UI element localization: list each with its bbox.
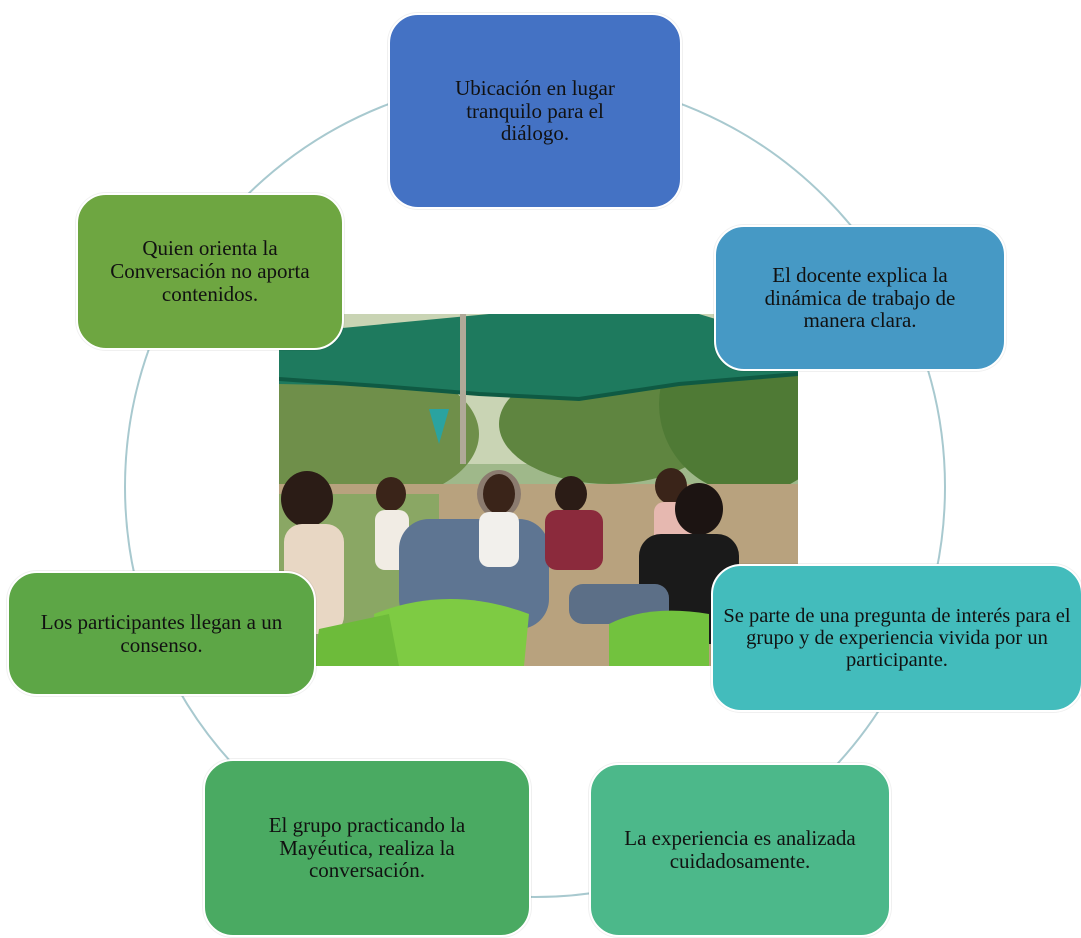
step-explanation-box: El docente explica la dinámica de trabaj… xyxy=(714,225,1006,371)
group-conversation-image xyxy=(279,314,798,666)
step-conversation-box: El grupo practicando la Mayéutica, reali… xyxy=(203,759,531,937)
step-analysis-box: La experiencia es analizada cuidadosamen… xyxy=(589,763,891,937)
step-explanation-text: El docente explica la dinámica de trabaj… xyxy=(764,262,956,333)
step-moderator-box: Quien orienta la Conversación no aporta … xyxy=(76,193,344,350)
step-conversation-text: El grupo practicando la Mayéutica, reali… xyxy=(268,812,466,883)
step-moderator-text: Quien orienta la Conversación no aporta … xyxy=(110,236,310,306)
step-location-text: Ubicación en lugar tranquilo para el diá… xyxy=(455,75,615,146)
step-consensus-box: Los participantes llegan a un consenso. xyxy=(7,571,316,696)
step-question-box: Se parte de una pregunta de interés para… xyxy=(711,564,1081,712)
group-conversation-photo xyxy=(279,314,798,666)
step-consensus-text: Los participantes llegan a un consenso. xyxy=(40,609,283,657)
step-question-text: Se parte de una pregunta de interés para… xyxy=(723,604,1071,672)
step-analysis-text: La experiencia es analizada cuidadosamen… xyxy=(624,826,856,873)
step-location-box: Ubicación en lugar tranquilo para el diá… xyxy=(388,13,682,209)
